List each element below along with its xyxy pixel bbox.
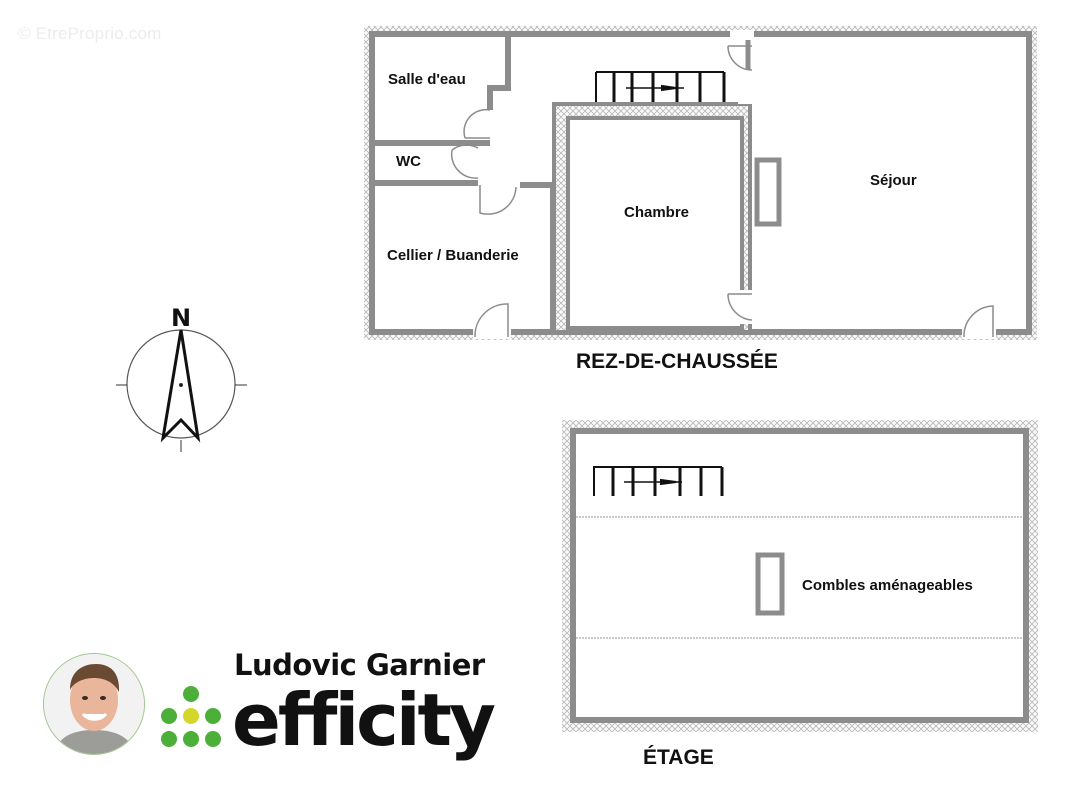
room-label-wc: WC [396,153,421,170]
agent-portrait-icon [44,654,144,754]
efficity-logo-icon [161,686,221,747]
brand-name: efficity [232,678,496,762]
room-label-cellier: Cellier / Buanderie [387,247,519,264]
ground-floor-plan [364,26,1037,340]
room-label-combles: Combles aménageables [802,577,973,594]
door-swings [450,45,994,338]
staircase-upper [593,466,724,496]
room-label-sejour: Séjour [870,172,917,189]
room-label-chambre: Chambre [624,204,690,221]
watermark: © EtreProprio.com [18,24,162,43]
room-label-salle-d-eau: Salle d'eau [388,71,466,88]
agent-avatar [43,653,145,755]
compass-north-label: N [171,304,192,332]
ground-floor-title: REZ-DE-CHAUSSÉE [576,350,778,373]
staircase-ground [595,71,726,102]
agent-name: Ludovic Garnier [234,648,485,682]
upper-floor-title: ÉTAGE [643,746,714,769]
upper-floor-plan [562,420,1038,732]
compass-icon [116,329,247,452]
